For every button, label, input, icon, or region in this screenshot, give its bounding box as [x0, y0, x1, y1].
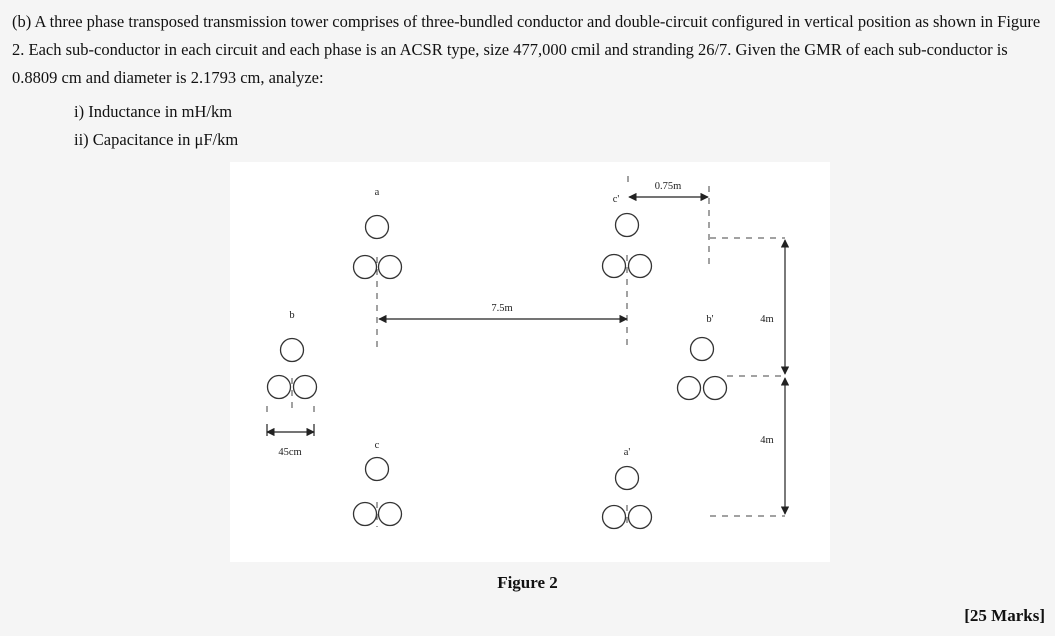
label-c: c: [375, 440, 380, 451]
label-b: b: [289, 310, 294, 321]
dim-4m-top: 4m: [760, 314, 773, 325]
figure-caption: Figure 2: [497, 573, 558, 592]
bundle-c-prime: [601, 212, 653, 279]
marks-label: [25 Marks]: [964, 606, 1045, 625]
dim-45cm: 45cm: [278, 447, 301, 458]
label-a: a: [375, 187, 380, 198]
part-inductance: i) Inductance in mH/km: [74, 102, 233, 121]
question-parts: i) Inductance in mH/km ii) Capacitance i…: [74, 98, 238, 154]
tower-figure: a b c c' b' a' 7.5m 0.75m 4m 4m 45cm: [230, 162, 830, 562]
dim-7-5m: 7.5m: [491, 303, 512, 314]
label-c-prime: c': [613, 194, 620, 205]
bundle-a: [352, 214, 403, 280]
dim-4m-bottom: 4m: [760, 435, 773, 446]
label-b-prime: b': [706, 314, 713, 325]
bundle-a-prime: [601, 465, 653, 530]
dim-0-75m: 0.75m: [655, 181, 682, 192]
bundle-b-prime: [676, 336, 728, 401]
part-capacitance: ii) Capacitance in μF/km: [74, 130, 239, 149]
label-a-prime: a': [624, 447, 631, 458]
bundle-b: [266, 337, 318, 400]
bundle-c: [352, 456, 403, 527]
tower-diagram: a b c c' b' a' 7.5m 0.75m 4m 4m 45cm: [266, 176, 790, 530]
question-text: (b) A three phase transposed transmissio…: [12, 12, 1041, 87]
